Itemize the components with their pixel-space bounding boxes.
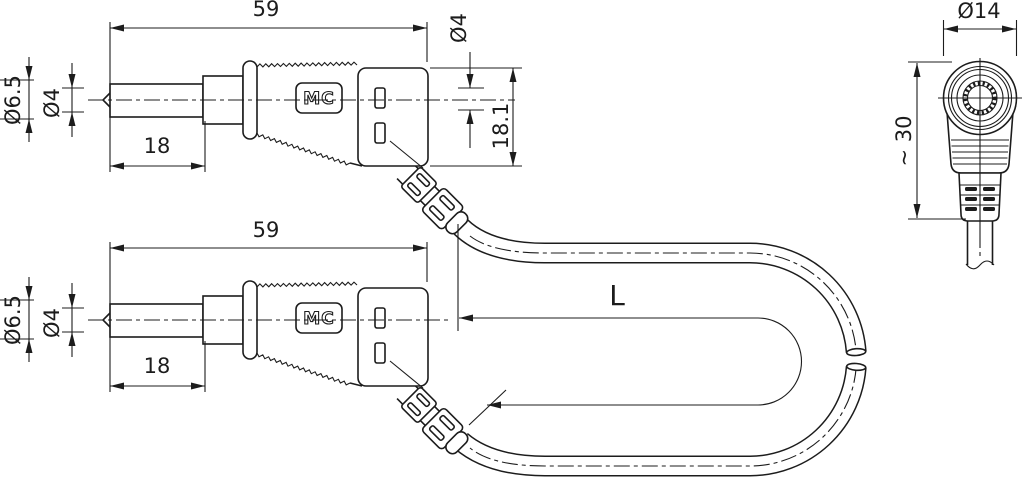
mc-logo: MC bbox=[303, 309, 334, 329]
dim-sleeve-dia-top: Ø6.5 bbox=[0, 57, 34, 142]
strain-relief-bottom bbox=[392, 378, 474, 460]
dim-label: 59 bbox=[253, 218, 280, 242]
dim-59-top: 59 bbox=[109, 0, 428, 172]
plug-body bbox=[357, 287, 429, 387]
dim-label: Ø6.5 bbox=[1, 75, 25, 125]
cable-end bbox=[966, 221, 994, 265]
dim-label: Ø4 bbox=[447, 13, 471, 43]
plug-end-view bbox=[938, 58, 1022, 270]
strain-relief-top bbox=[392, 158, 474, 240]
dim-sleeve-dia-bottom: Ø6.5 bbox=[0, 277, 34, 362]
stacking-hole-upper bbox=[374, 307, 386, 329]
cable-centerline bbox=[469, 366, 857, 467]
cable-break-wave bbox=[965, 260, 995, 270]
plug-body bbox=[357, 67, 429, 167]
dim-hole-dia-top: Ø4 bbox=[447, 13, 484, 148]
dim-label: 18.1 bbox=[489, 103, 513, 150]
serration-top bbox=[256, 281, 358, 288]
plug-side-view-top: MC bbox=[88, 60, 515, 169]
dim-pin-dia-top: Ø4 bbox=[40, 63, 84, 137]
dim-label: 18 bbox=[144, 354, 171, 378]
dim-cable-length: L bbox=[457, 224, 802, 426]
cable-loop bbox=[453, 219, 867, 477]
stacking-hole-lower bbox=[374, 342, 386, 364]
stacking-hole-upper bbox=[374, 87, 386, 109]
dim-body-height: 18.1 bbox=[430, 67, 522, 167]
serration-bottom bbox=[256, 132, 351, 166]
dim-label: Ø6.5 bbox=[1, 295, 25, 345]
mc-logo: MC bbox=[303, 89, 334, 109]
dim-pin-dia-bottom: Ø4 bbox=[40, 283, 84, 357]
logo-frame bbox=[295, 302, 343, 334]
dim-18-bottom: 18 bbox=[110, 341, 206, 392]
serration-bottom bbox=[256, 352, 351, 386]
crosshair bbox=[938, 58, 1022, 232]
serration-top bbox=[256, 61, 358, 68]
cable-centerline bbox=[469, 235, 857, 353]
dim-label: 59 bbox=[253, 0, 280, 21]
dim-label: 18 bbox=[144, 134, 171, 158]
logo-frame bbox=[295, 82, 343, 114]
dim-59-bottom: 59 bbox=[109, 218, 428, 392]
cable-length-label: L bbox=[609, 279, 625, 312]
cable-break-cap bbox=[845, 362, 867, 372]
dim-head-diameter: Ø14 bbox=[942, 0, 1018, 56]
cable-break-cap bbox=[845, 347, 867, 357]
dim-label: Ø4 bbox=[40, 88, 64, 118]
dim-label: ~ 30 bbox=[892, 116, 916, 167]
dim-18-top: 18 bbox=[110, 121, 206, 172]
plug-side-view-bottom: MC bbox=[88, 280, 448, 389]
stacking-hole-lower bbox=[374, 122, 386, 144]
dim-head-height: ~ 30 bbox=[892, 61, 966, 220]
dim-label: Ø4 bbox=[40, 308, 64, 338]
dim-label: Ø14 bbox=[957, 0, 1000, 23]
